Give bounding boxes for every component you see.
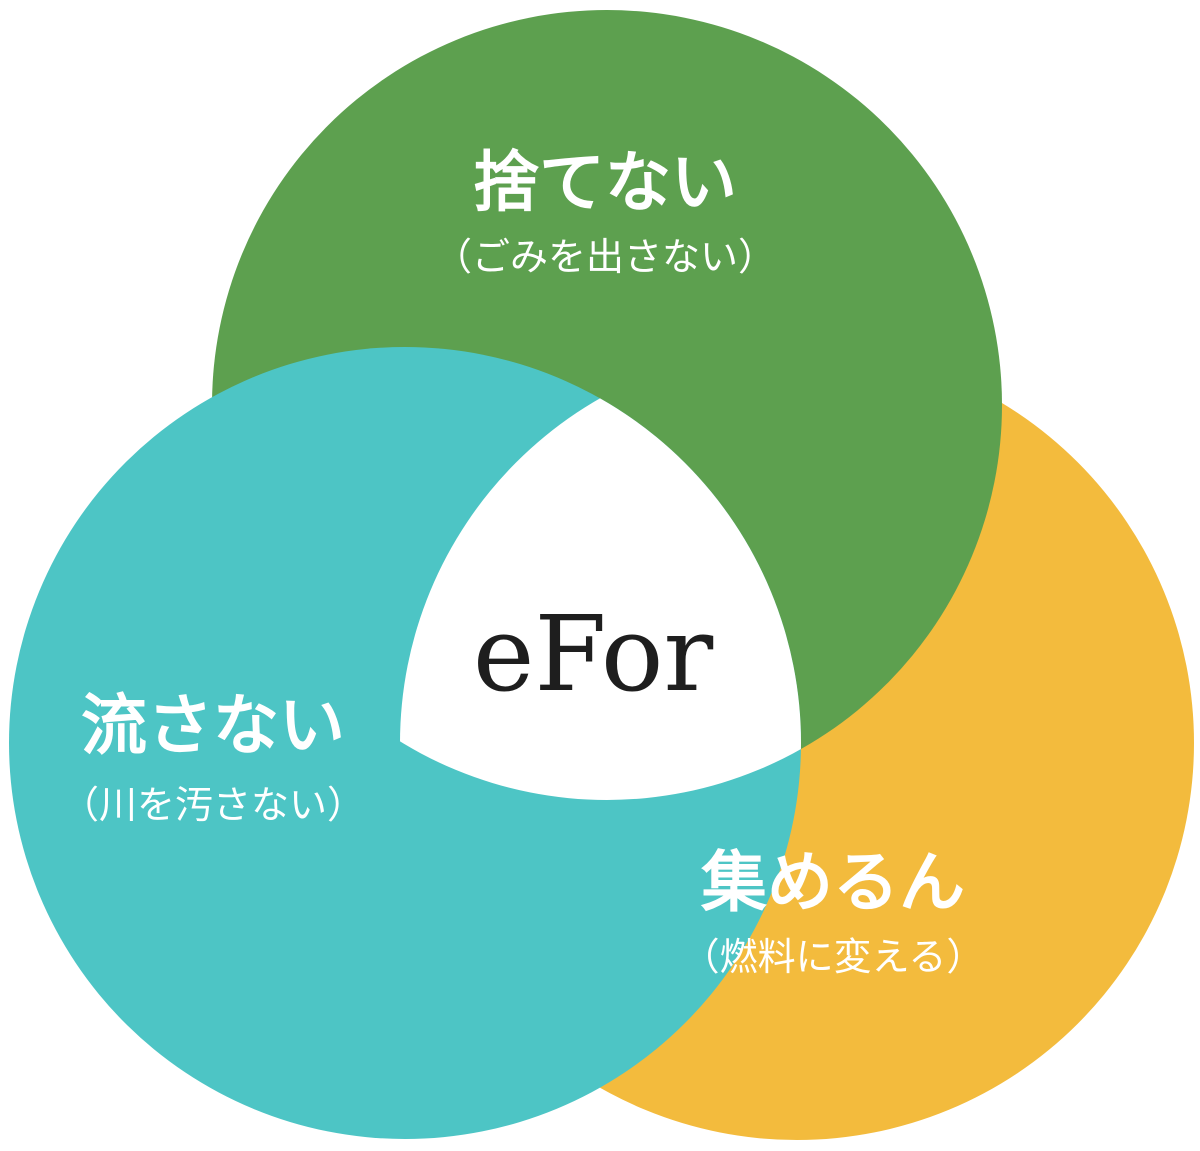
collect-title: 集めるん	[700, 844, 965, 921]
center-label: eFor	[473, 593, 714, 715]
no-waste-subtitle: （ごみを出さない）	[434, 235, 776, 279]
no-pollution-subtitle: （川を汚さない）	[61, 783, 365, 827]
no-waste-title: 捨てない	[473, 144, 737, 221]
no-pollution-title: 流さない	[81, 687, 345, 764]
collect-subtitle: （燃料に変える）	[682, 935, 985, 979]
center-region	[400, 347, 801, 800]
